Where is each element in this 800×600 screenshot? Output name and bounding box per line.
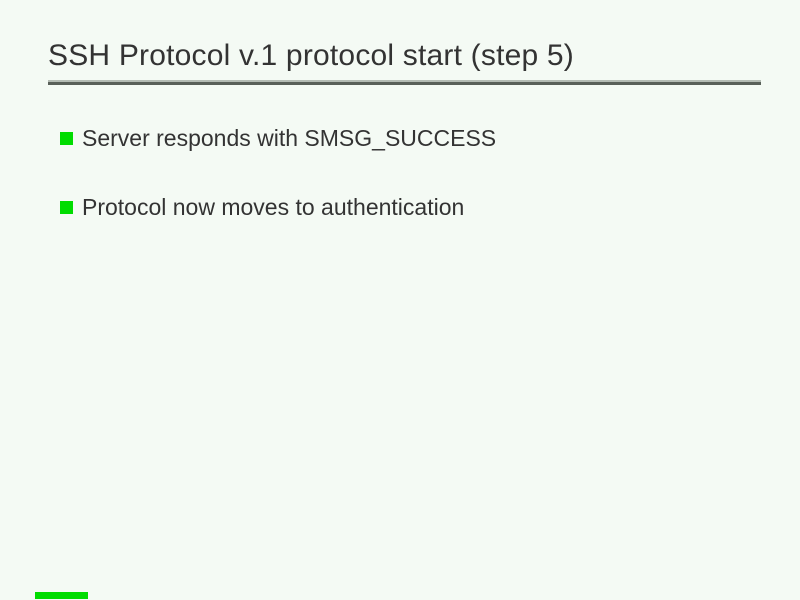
bullet-item: Protocol now moves to authentication — [60, 195, 760, 219]
bullet-square-icon — [60, 201, 73, 214]
title-underline-rule — [48, 80, 761, 85]
bullet-item: Server responds with SMSG_SUCCESS — [60, 126, 760, 150]
bullet-text: Server responds with SMSG_SUCCESS — [82, 125, 497, 151]
bullet-list: Server responds with SMSG_SUCCESS Protoc… — [60, 126, 760, 264]
bullet-text: Protocol now moves to authentication — [82, 194, 465, 220]
bullet-square-icon — [60, 132, 73, 145]
slide-title: SSH Protocol v.1 protocol start (step 5) — [48, 39, 574, 72]
slide-progress-bar — [35, 592, 88, 599]
